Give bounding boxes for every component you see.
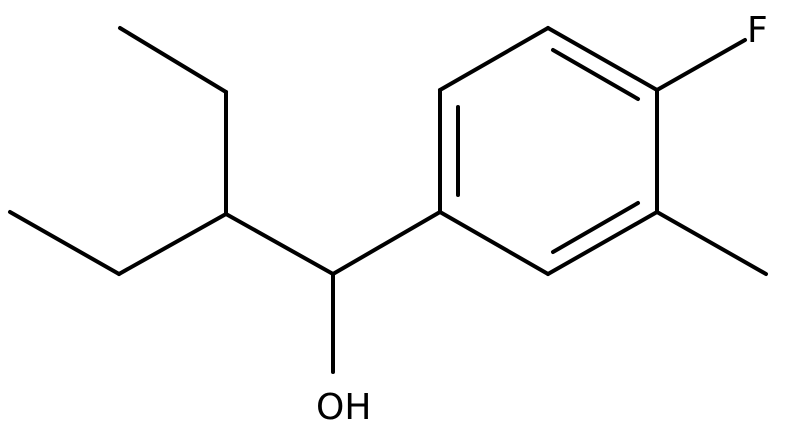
bond-ch-carbinol	[224, 212, 335, 276]
bond-ethyl-left-ch3-ch2	[8, 210, 121, 276]
bond-ring-fluorine	[655, 38, 747, 92]
bond-ethyl-top-ch3-ch2	[118, 26, 228, 94]
atom-labels: F OH	[316, 10, 768, 426]
ring-bond-3	[546, 26, 659, 92]
hydroxyl-group-label: OH	[316, 387, 371, 426]
bond-lines	[8, 26, 768, 374]
bond-carbinol-ring	[331, 210, 442, 276]
ring-bond-5	[546, 210, 659, 276]
bond-ring-methyl	[655, 210, 768, 276]
fluorine-atom-label: F	[747, 10, 768, 51]
ring-double-bond-bottom	[551, 201, 640, 254]
ring-double-bond-top	[551, 48, 640, 101]
ring-bond-2	[438, 26, 550, 92]
bond-ethyl-left-ch2-ch	[117, 212, 228, 276]
ring-bond-6	[438, 210, 550, 276]
